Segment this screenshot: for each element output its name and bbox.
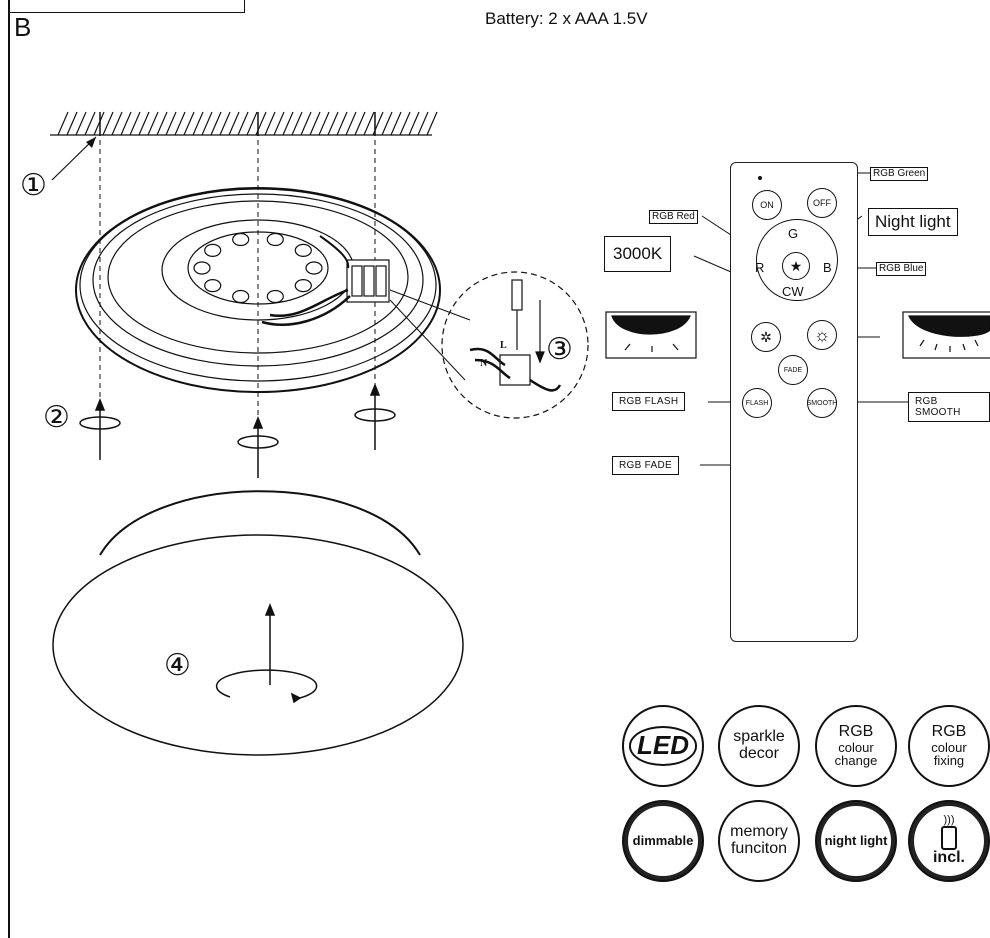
led-module	[305, 261, 323, 275]
smooth-button[interactable]: SMOOTH	[807, 388, 837, 418]
label-night-light: Night light	[868, 208, 958, 236]
flash-button[interactable]: FLASH	[742, 388, 772, 418]
terminal-block	[346, 259, 390, 303]
feature-dimmable-label: dimmable	[632, 833, 694, 849]
wheel-g[interactable]: G	[788, 226, 799, 241]
off-button[interactable]: OFF	[807, 188, 837, 218]
feature-rgb-change-line3: change	[834, 753, 878, 769]
remote-icon	[941, 826, 957, 851]
led-module	[232, 289, 250, 304]
led-module	[193, 261, 211, 275]
feature-sparkle-line1: sparkle	[733, 728, 785, 746]
wheel-b[interactable]: B	[823, 260, 832, 275]
label-rgb-smooth: RGB SMOOTH	[908, 392, 990, 422]
page-border	[8, 0, 10, 938]
signal-icon: )))	[943, 813, 955, 826]
label-rgb-blue: RGB Blue	[876, 262, 927, 276]
wheel-r[interactable]: R	[755, 260, 765, 275]
feature-night-light: night light	[815, 800, 897, 882]
label-rgb-fade: RGB FADE	[612, 456, 679, 475]
feature-rgb-change-line2: colour	[838, 739, 874, 755]
alignment-lines	[99, 140, 376, 420]
led-module	[266, 232, 284, 247]
fade-button[interactable]: FADE	[778, 355, 808, 385]
brightness-indicator-low	[605, 311, 697, 359]
wire-n-label: N	[480, 358, 488, 369]
section-letter: B	[14, 12, 32, 42]
wire-l-label: L	[500, 340, 507, 351]
feature-memory-line1: memory	[730, 823, 788, 841]
step-4-number: ④	[164, 649, 191, 682]
feature-sparkle-line2: decor	[738, 745, 780, 762]
feature-rgb-fixing-line2: colour	[931, 739, 967, 755]
screw-icon	[99, 112, 376, 136]
step-1-number: ①	[20, 169, 47, 202]
led-module	[232, 232, 250, 247]
feature-remote: ))) incl.	[908, 800, 990, 882]
feature-night-light-label: night light	[824, 833, 888, 849]
feature-dimmable: dimmable	[622, 800, 704, 882]
wiring-detail	[441, 271, 589, 419]
moon-star-icon[interactable]: ★	[782, 252, 810, 280]
color-wheel[interactable]	[756, 219, 838, 301]
label-rgb-red: RGB Red	[649, 210, 698, 224]
feature-memory-line2: funciton	[730, 840, 788, 857]
feature-rgb-fixing-line3: fixing	[933, 753, 965, 769]
led-logo: LED	[629, 726, 697, 766]
feature-memory: memory funciton	[718, 800, 800, 882]
led-module	[294, 279, 312, 293]
screwdriver-arrows	[79, 382, 396, 478]
led-module	[204, 243, 222, 257]
feature-sparkle: sparkle decor	[718, 705, 800, 787]
led-modules	[193, 232, 323, 304]
wheel-cw[interactable]: CW	[782, 284, 804, 299]
feature-led: LED	[622, 705, 704, 787]
label-rgb-flash: RGB FLASH	[612, 392, 686, 411]
feature-rgb-fixing: RGB colour fixing	[908, 705, 990, 787]
led-module	[204, 279, 222, 293]
led-module	[294, 243, 312, 257]
step-2-number: ②	[43, 401, 70, 434]
feature-rgb-fixing-line1: RGB	[931, 722, 967, 740]
feature-remote-label: incl.	[932, 849, 965, 867]
battery-spec: Battery: 2 x AAA 1.5V	[485, 9, 648, 28]
feature-rgb-change: RGB colour change	[815, 705, 897, 787]
brightness-indicator-high	[902, 311, 990, 359]
sun-small-icon[interactable]: ✲	[751, 322, 781, 352]
on-button[interactable]: ON	[752, 190, 782, 220]
led-module	[266, 289, 284, 304]
label-3000k: 3000K	[604, 236, 672, 272]
cover-shade	[52, 490, 464, 756]
remote-led	[758, 176, 762, 180]
label-rgb-green: RGB Green	[870, 167, 929, 181]
step-3-number: ③	[546, 333, 573, 366]
ceiling-hatch	[50, 111, 438, 136]
feature-rgb-change-line1: RGB	[838, 722, 874, 740]
sun-large-icon[interactable]: ☼	[807, 320, 837, 350]
header-box	[8, 0, 245, 13]
